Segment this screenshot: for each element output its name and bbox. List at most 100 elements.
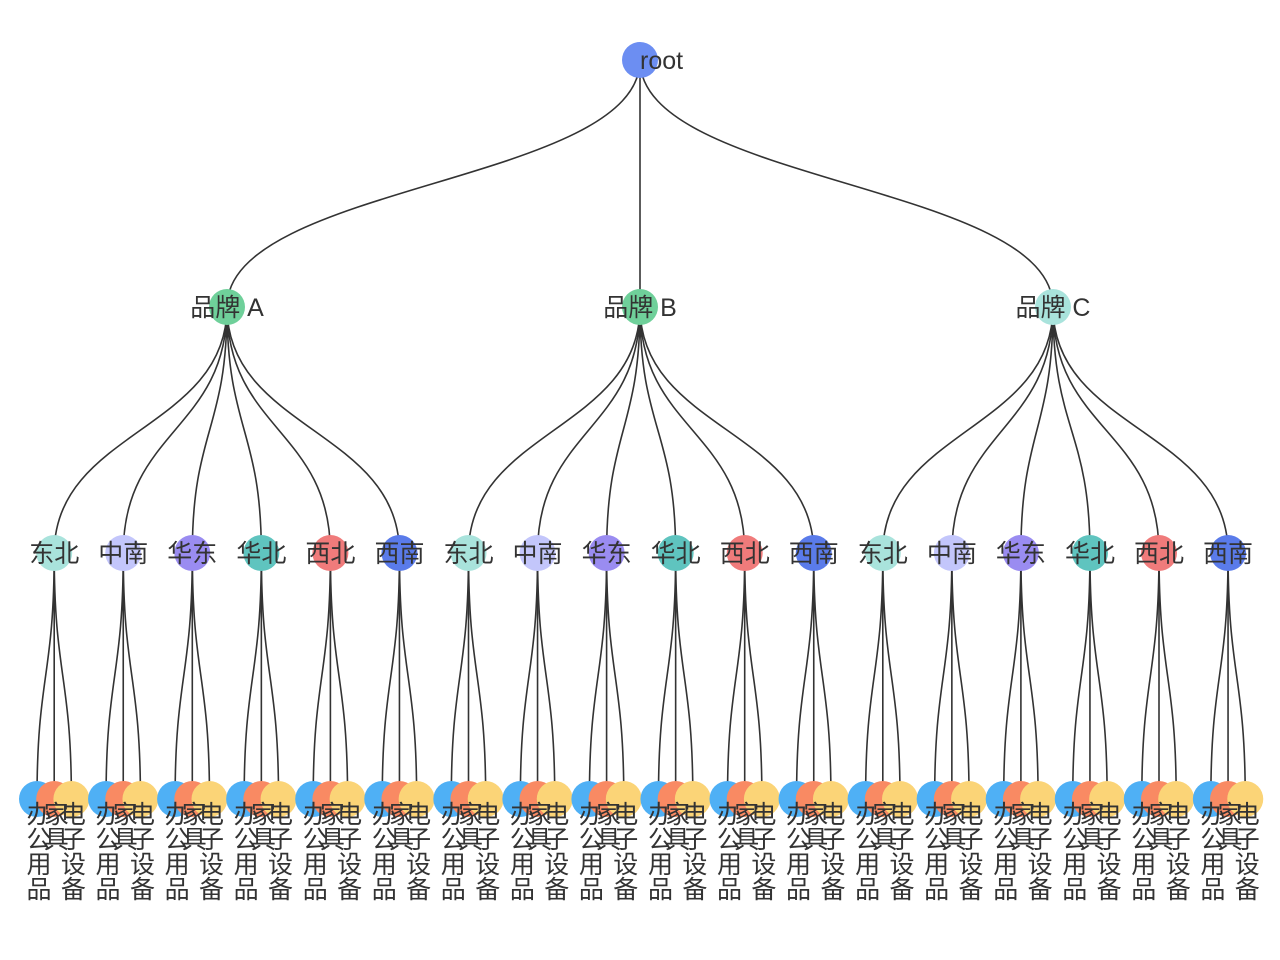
region-node[interactable] xyxy=(1071,535,1108,571)
region-label: 华东 xyxy=(582,540,632,568)
category-label: 办公用品 xyxy=(1197,801,1226,901)
edge-region-category xyxy=(312,552,332,800)
region-node[interactable] xyxy=(36,535,73,571)
edge-region-category xyxy=(191,552,211,800)
region-label: 东北 xyxy=(29,540,79,568)
category-node[interactable] xyxy=(53,781,90,817)
category-label: 家具 xyxy=(1007,801,1036,851)
category-label: 电子设备 xyxy=(1162,801,1191,901)
category-label: 家具 xyxy=(938,801,967,851)
region-node[interactable] xyxy=(519,535,556,571)
edge-region-category xyxy=(1020,552,1039,800)
edge-region-category xyxy=(53,552,73,800)
region-node[interactable] xyxy=(588,535,625,571)
edge-region-category xyxy=(933,552,953,800)
category-node[interactable] xyxy=(1089,781,1126,817)
category-label: 办公用品 xyxy=(437,801,466,901)
category-label: 家具 xyxy=(247,801,276,851)
region-label: 中南 xyxy=(513,540,563,568)
edge-brand-region xyxy=(605,306,641,554)
category-node[interactable] xyxy=(329,781,366,817)
category-node[interactable] xyxy=(605,781,642,817)
edge-region-category xyxy=(743,552,763,800)
region-node[interactable] xyxy=(105,535,142,571)
category-label: 办公用品 xyxy=(161,801,190,901)
edge-region-category xyxy=(1141,552,1160,800)
category-label: 办公用品 xyxy=(299,801,328,901)
edge-region-category xyxy=(588,552,608,800)
edge-brand-region xyxy=(53,306,228,554)
region-node[interactable] xyxy=(657,535,694,571)
region-node[interactable] xyxy=(174,535,211,571)
region-node[interactable] xyxy=(1002,535,1039,571)
category-node[interactable] xyxy=(882,781,918,817)
edge-region-category xyxy=(243,552,263,800)
edge-brand-region xyxy=(1052,306,1160,554)
category-node[interactable] xyxy=(191,781,228,817)
category-label: 电子设备 xyxy=(610,801,639,901)
region-node[interactable] xyxy=(1141,535,1177,571)
category-label: 家具 xyxy=(1214,801,1243,851)
region-label: 西北 xyxy=(1134,540,1184,568)
category-node[interactable] xyxy=(260,781,297,817)
category-node[interactable] xyxy=(398,781,435,817)
edge-region-category xyxy=(536,552,556,800)
category-label: 电子设备 xyxy=(817,801,846,901)
edge-region-category xyxy=(105,552,125,800)
category-label: 电子设备 xyxy=(334,801,363,901)
category-label: 办公用品 xyxy=(1128,801,1157,901)
region-node[interactable] xyxy=(864,535,901,571)
edge-region-category xyxy=(605,552,625,800)
region-label: 华东 xyxy=(167,540,217,568)
edge-brand-region xyxy=(1020,306,1054,554)
category-label: 办公用品 xyxy=(644,801,673,901)
category-node[interactable] xyxy=(536,781,573,817)
category-label: 电子设备 xyxy=(748,801,777,901)
category-node[interactable] xyxy=(674,781,711,817)
region-label: 西南 xyxy=(374,540,424,568)
edge-region-category xyxy=(1089,552,1108,800)
edge-brand-region xyxy=(882,306,1054,554)
category-node[interactable] xyxy=(812,781,849,817)
brand-node[interactable] xyxy=(1035,289,1071,325)
edge-brand-region xyxy=(1052,306,1091,554)
region-node[interactable] xyxy=(243,535,280,571)
category-label: 家具 xyxy=(40,801,68,851)
category-label: 家具 xyxy=(662,801,691,851)
category-label: 办公用品 xyxy=(1059,801,1088,901)
category-label: 电子设备 xyxy=(265,801,294,901)
category-label: 办公用品 xyxy=(990,801,1019,901)
category-label: 办公用品 xyxy=(368,801,397,901)
region-node[interactable] xyxy=(312,535,349,571)
region-node[interactable] xyxy=(726,535,763,571)
edge-region-category xyxy=(795,552,815,800)
category-node[interactable] xyxy=(743,781,780,817)
category-node[interactable] xyxy=(1158,781,1195,817)
region-node[interactable] xyxy=(795,535,832,571)
edge-brand-region xyxy=(536,306,641,554)
brand-node[interactable] xyxy=(622,289,658,325)
region-node[interactable] xyxy=(381,535,418,571)
category-label: 电子设备 xyxy=(1024,801,1053,901)
edge-brand-region xyxy=(639,306,815,554)
edge-region-category xyxy=(519,552,539,800)
region-label: 东北 xyxy=(858,540,908,568)
edge-region-category xyxy=(726,552,746,800)
brand-node[interactable] xyxy=(209,289,245,325)
category-node[interactable] xyxy=(122,781,159,817)
region-node[interactable] xyxy=(1210,535,1247,571)
category-node[interactable] xyxy=(467,781,504,817)
region-node[interactable] xyxy=(450,535,487,571)
category-node[interactable] xyxy=(1227,781,1264,817)
region-node[interactable] xyxy=(933,535,970,571)
region-label: 东北 xyxy=(443,540,493,568)
root-node[interactable] xyxy=(622,42,658,78)
category-node[interactable] xyxy=(1020,781,1057,817)
tree-edges xyxy=(36,59,1247,800)
category-label: 家具 xyxy=(109,801,138,851)
category-label: 家具 xyxy=(593,801,622,851)
edge-region-category xyxy=(657,552,677,800)
edge-brand-region xyxy=(639,306,677,554)
category-node[interactable] xyxy=(951,781,988,817)
